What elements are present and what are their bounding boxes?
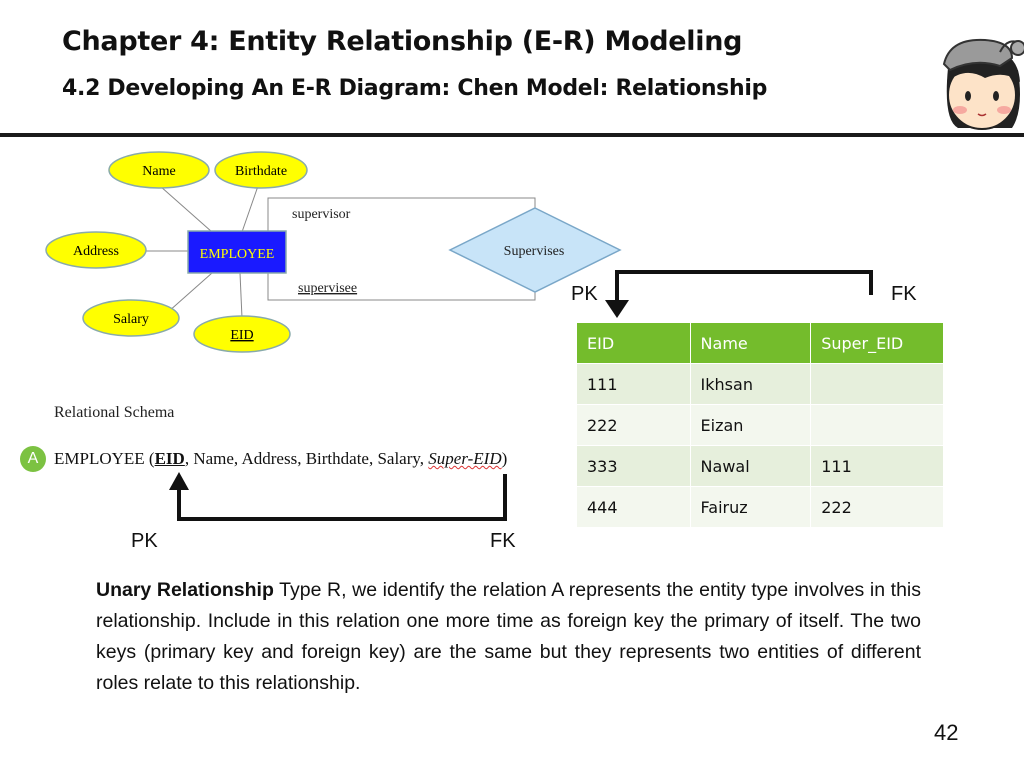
slide-title: Chapter 4: Entity Relationship (E-R) Mod… <box>62 26 743 57</box>
attribute-salary: Salary <box>82 299 180 337</box>
schema-attributes: , Name, Address, Birthdate, Salary, <box>184 449 429 468</box>
column-header-super-eid: Super_EID <box>810 322 944 364</box>
cell-super-eid <box>810 404 944 446</box>
attribute-name: Name <box>108 151 210 189</box>
cell-super-eid <box>810 363 944 405</box>
table-row: 111 Ikhsan <box>576 363 944 405</box>
entity-employee: EMPLOYEE <box>187 230 287 274</box>
schema-fk-label: FK <box>490 530 516 552</box>
paragraph-text: Type R, we identify the relation A repre… <box>96 579 922 694</box>
title-divider <box>0 133 1024 137</box>
cell-super-eid: 111 <box>810 445 944 487</box>
svg-text:Supervises: Supervises <box>504 244 565 259</box>
attribute-birthdate: Birthdate <box>214 151 308 189</box>
column-header-eid: EID <box>576 322 691 364</box>
cell-name: Fairuz <box>689 486 812 528</box>
svg-text:Birthdate: Birthdate <box>235 164 287 179</box>
page-number: 42 <box>934 720 959 745</box>
table-row: 333 Nawal 111 <box>576 445 944 487</box>
role-supervisee: supervisee <box>298 281 357 296</box>
cell-name: Nawal <box>689 445 812 487</box>
cartoon-girl-with-cap-icon <box>942 38 1024 130</box>
cell-eid: 333 <box>576 445 691 487</box>
schema-close: ) <box>501 449 508 468</box>
cell-name: Ikhsan <box>689 363 812 405</box>
svg-text:EMPLOYEE: EMPLOYEE <box>200 247 275 262</box>
relationship-supervises: Supervises <box>448 207 622 293</box>
schema-definition: EMPLOYEE (EID, Name, Address, Birthdate,… <box>54 449 507 469</box>
slide-subtitle: 4.2 Developing An E-R Diagram: Chen Mode… <box>62 76 768 101</box>
table-row: 222 Eizan <box>576 404 944 446</box>
attribute-connectors <box>146 185 259 319</box>
table-header-row: EID Name Super_EID <box>576 322 944 364</box>
svg-text:Salary: Salary <box>113 312 149 327</box>
svg-text:Name: Name <box>142 164 175 179</box>
table-fk-label: FK <box>891 283 917 305</box>
column-header-name: Name <box>689 322 812 364</box>
table-pk-label: PK <box>571 283 598 305</box>
attribute-address: Address <box>45 231 147 269</box>
explanation-paragraph: Unary Relationship Type R, we identify t… <box>96 575 921 699</box>
cell-super-eid: 222 <box>810 486 944 528</box>
schema-open: ( <box>144 449 155 468</box>
er-diagram: Name Birthdate Address Salary EID EMPLOY… <box>45 151 622 353</box>
cell-eid: 111 <box>576 363 691 405</box>
schema-title: Relational Schema <box>54 404 175 421</box>
cell-eid: 222 <box>576 404 691 446</box>
relation-badge: A <box>20 446 46 472</box>
role-supervisor: supervisor <box>292 207 351 222</box>
svg-text:EID: EID <box>230 328 253 343</box>
cell-name: Eizan <box>689 404 812 446</box>
schema-foreign-key: Super-EID <box>428 449 502 468</box>
cell-eid: 444 <box>576 486 691 528</box>
employee-table: EID Name Super_EID 111 Ikhsan 222 Eizan … <box>576 322 944 528</box>
svg-text:Address: Address <box>73 244 119 259</box>
schema-primary-key: EID <box>154 449 185 468</box>
table-row: 444 Fairuz 222 <box>576 486 944 528</box>
attribute-eid: EID <box>193 315 291 353</box>
paragraph-heading: Unary Relationship <box>96 579 274 601</box>
schema-relation-name: EMPLOYEE <box>54 449 145 468</box>
schema-pk-label: PK <box>131 530 158 552</box>
